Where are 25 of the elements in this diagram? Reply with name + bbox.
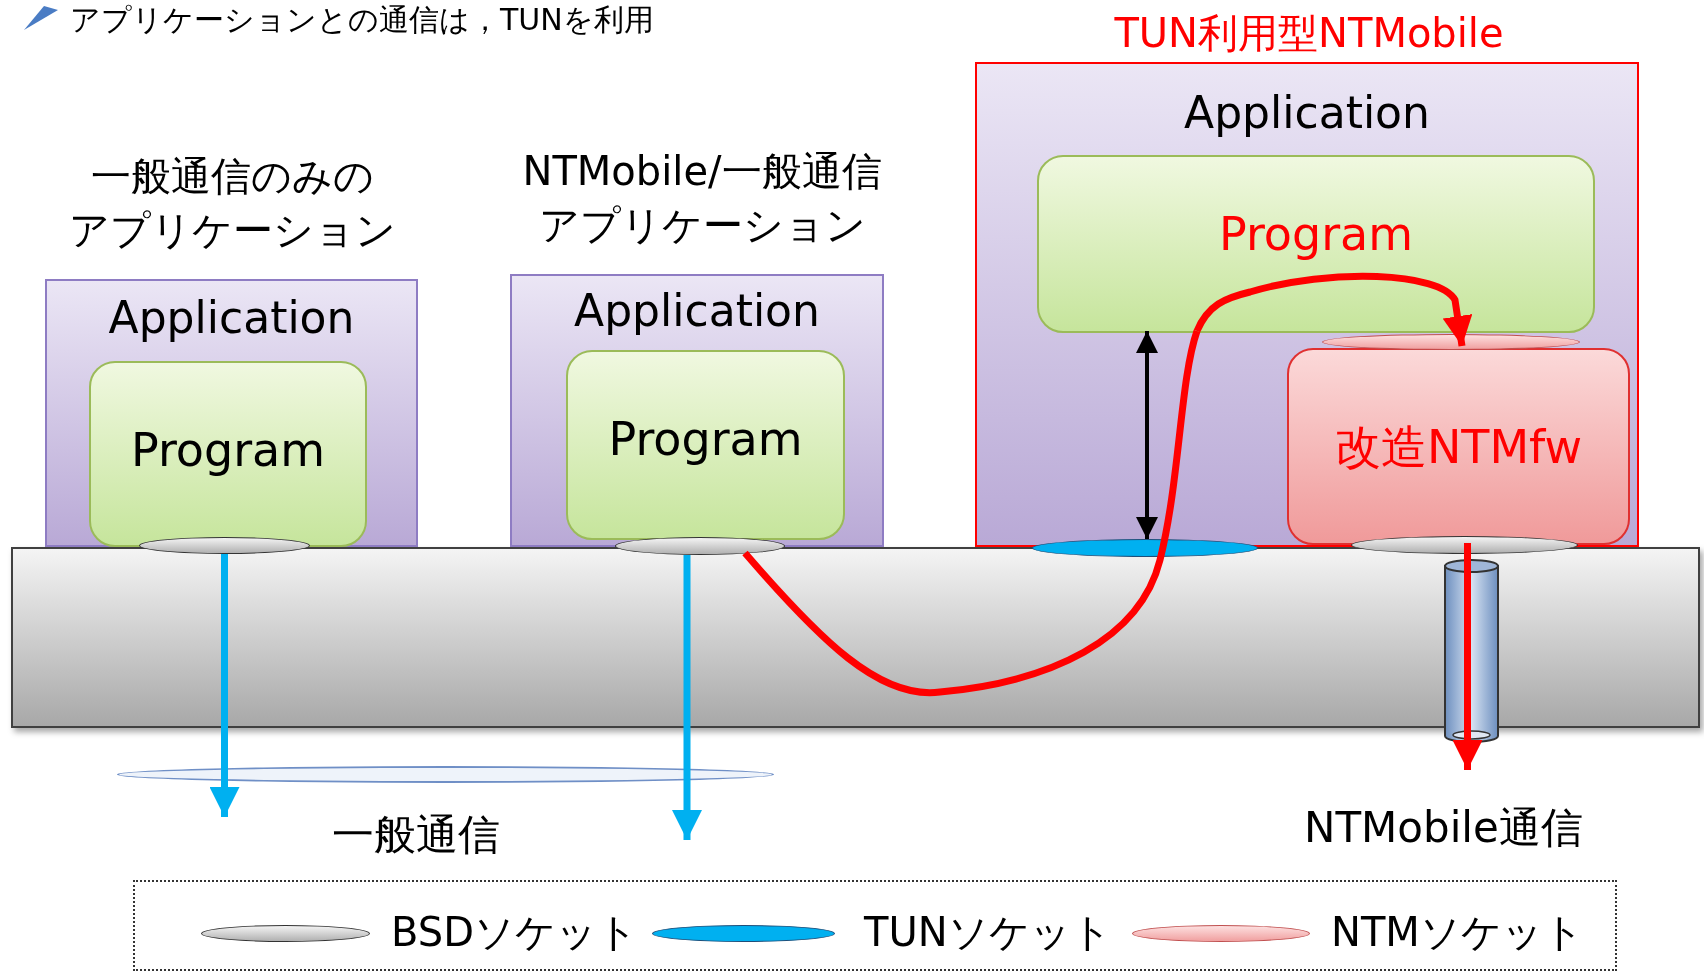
label-text: アプリケーションとの通信は，TUNを利用: [70, 1, 654, 39]
label-text: 一般通信: [332, 811, 500, 859]
legend-text: TUNソケット: [864, 908, 1112, 956]
box-title: Application: [1183, 86, 1431, 140]
label-text: NTMobile通信: [1304, 804, 1583, 852]
framework-box: [1287, 348, 1630, 545]
box-heading: NTMobile/一般通信アプリケーション: [521, 147, 883, 250]
arrow: [1452, 543, 1483, 770]
box-heading: 一般通信のみのアプリケーション: [67, 152, 397, 255]
program-box: [1037, 155, 1595, 333]
arrow: [209, 554, 240, 817]
box-title: Program: [1217, 207, 1415, 261]
legend-text: NTMソケット: [1331, 908, 1584, 956]
box-heading: TUN利用型NTMobile: [1113, 9, 1505, 58]
box-title: Program: [129, 423, 327, 477]
box-title: Application: [573, 284, 821, 338]
program-box: [89, 361, 367, 547]
legend-text: BSDソケット: [391, 908, 638, 956]
program-box: [566, 350, 845, 540]
box-title: Application: [107, 291, 356, 345]
box-title: Program: [607, 412, 804, 466]
arrow: [1136, 331, 1158, 539]
box-title: 改造NTMfw: [1333, 420, 1584, 474]
arrow: [672, 555, 702, 840]
arrow: [1193, 272, 1473, 347]
